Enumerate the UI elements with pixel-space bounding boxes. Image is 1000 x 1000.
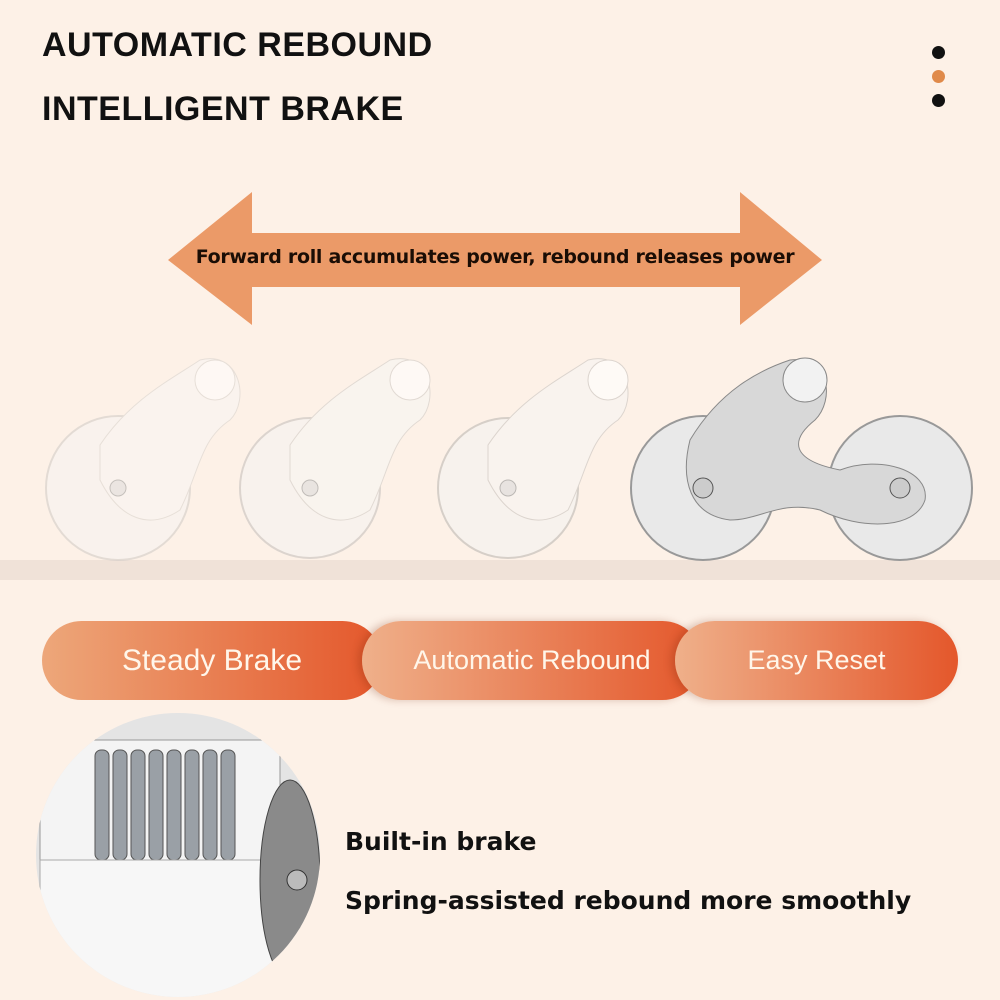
feature-automatic-rebound: Automatic Rebound <box>362 621 702 700</box>
ab-wheel-product <box>630 357 973 561</box>
ab-wheel-ghost-3 <box>437 358 629 559</box>
headline-line-2: INTELLIGENT BRAKE <box>42 90 404 128</box>
feature-label: Automatic Rebound <box>413 645 651 675</box>
feature-easy-reset: Easy Reset <box>675 621 958 700</box>
pager-dot-2-active[interactable] <box>932 70 945 83</box>
headline-line-1: AUTOMATIC REBOUND <box>42 26 433 64</box>
ab-wheel-ghost-1 <box>45 358 241 561</box>
feature-steady-brake: Steady Brake <box>42 621 382 700</box>
arrow-caption: Forward roll accumulates power, rebound … <box>195 246 795 268</box>
detail-spring-rebound: Spring-assisted rebound more smoothly <box>345 886 912 915</box>
pager-dot-1[interactable] <box>932 46 945 59</box>
floor-shadow <box>0 560 1000 580</box>
ab-wheel-ghost-2 <box>239 358 431 559</box>
double-arrow-icon <box>168 192 822 325</box>
feature-label: Steady Brake <box>121 643 303 677</box>
brake-cutaway-image <box>36 713 320 997</box>
pager-dot-3[interactable] <box>932 94 945 107</box>
detail-built-in-brake: Built-in brake <box>345 827 537 856</box>
feature-label: Easy Reset <box>747 645 886 675</box>
